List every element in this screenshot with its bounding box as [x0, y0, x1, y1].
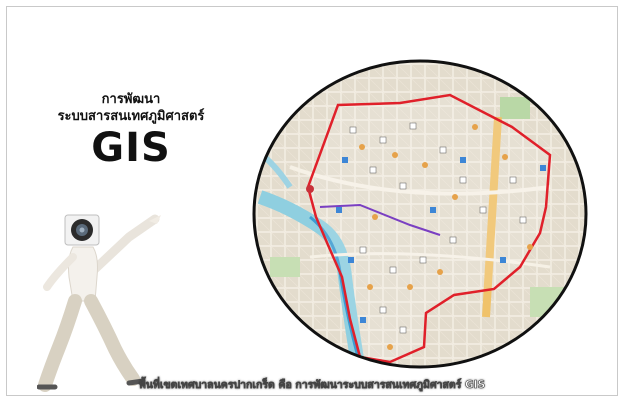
slide-frame: การพัฒนา ระบบสารสนเทศภูมิศาสตร์ GIS [6, 6, 618, 396]
title-line-1: การพัฒนา [101, 92, 161, 107]
speaker-head-icon [64, 214, 100, 246]
title-line-2: ระบบสารสนเทศภูมิศาสตร์ [57, 109, 205, 124]
title-gis: GIS [91, 125, 171, 171]
slide-title: การพัฒนา ระบบสารสนเทศภูมิศาสตร์ GIS [31, 91, 231, 171]
presenter-figure-icon [36, 197, 177, 395]
slide-caption: พื้นที่เขตเทศบาลนครปากเกร็ด คือ การพัฒนา… [138, 379, 486, 392]
gis-map-circle[interactable] [250, 57, 590, 372]
